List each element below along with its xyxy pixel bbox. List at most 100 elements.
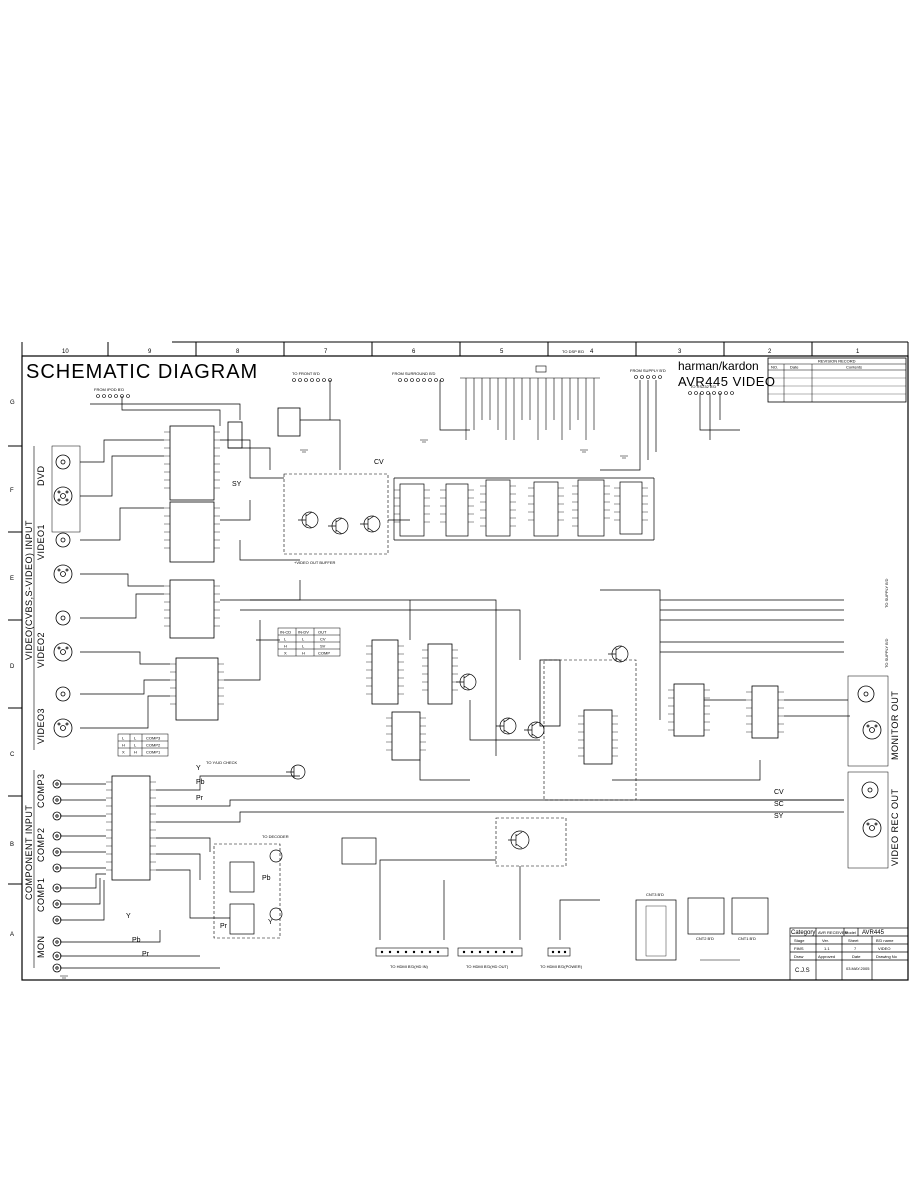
truth-r2c2: L <box>302 644 305 649</box>
label-video-rec-out: VIDEO REC OUT <box>890 788 900 866</box>
truth-head-2: IN-DV <box>298 630 309 635</box>
decoder-ics <box>229 837 377 935</box>
grid-col-dividers <box>107 342 813 356</box>
label-to-supply-2: TO SUPPLY B'D <box>884 638 889 668</box>
output-jacks <box>847 675 889 869</box>
truth-r3c3: COMP <box>318 651 330 656</box>
label-video1: VIDEO1 <box>36 524 46 560</box>
tb-ver: 1.1 <box>824 946 830 951</box>
revision-col-date: Date <box>790 365 799 370</box>
tb-category-label: Category <box>791 930 815 936</box>
anno-sy-out: SY <box>774 813 784 820</box>
truth-r2c3: SV <box>320 644 326 649</box>
label-comp2: COMP2 <box>36 827 46 862</box>
grid-col-3: 3 <box>678 349 682 355</box>
comp-r1c1: L <box>122 736 125 741</box>
label-to-rs232: TO RS232 B'D <box>690 384 716 389</box>
grid-row-dividers <box>8 445 22 885</box>
grid-row-d: D <box>10 664 15 670</box>
anno-pb-top: Pb <box>196 779 205 786</box>
center-ics <box>371 639 779 765</box>
label-mon: MON <box>36 936 46 959</box>
label-from-surround: FROM SURROUND B'D <box>392 371 436 376</box>
grid-col-9: 9 <box>148 349 152 355</box>
ic-top-pins <box>394 485 648 527</box>
grid-col-7: 7 <box>324 349 328 355</box>
truth-head-1: IN-CD <box>280 630 291 635</box>
grid-col-4: 4 <box>590 349 594 355</box>
tb-draw: C.J.S <box>795 968 810 974</box>
tb-date: 03.MAY.2005 <box>846 966 870 971</box>
anno-pb: Pb <box>132 937 141 944</box>
anno-y: Y <box>126 913 131 920</box>
tb-ver-label: Ver. <box>822 938 829 943</box>
label-video2: VIDEO2 <box>36 632 46 668</box>
cnt-boards <box>635 897 769 961</box>
revision-title: REVISION RECORD <box>818 359 856 364</box>
grid-row-c: C <box>10 752 15 758</box>
anno-y-dec: Y <box>268 919 273 926</box>
select-table-video-text: IN-CD IN-DV OUT L L CV H L SV X H COMP <box>280 630 330 656</box>
truth-r1c2: L <box>302 637 305 642</box>
grid-row-e: E <box>10 576 14 582</box>
anno-cv: CV <box>374 459 384 466</box>
anno-y-top: Y <box>196 765 201 772</box>
truth-head-3: OUT <box>318 630 327 635</box>
sheet-border <box>21 355 909 981</box>
label-component-input: COMPONENT INPUT <box>24 805 34 900</box>
buffer-transistors <box>298 511 381 535</box>
tb-stage: FIMS <box>794 946 804 951</box>
label-comp3: COMP3 <box>36 773 46 808</box>
label-comp1: COMP1 <box>36 877 46 912</box>
label-cnt3: CNT3 B'D <box>646 892 664 897</box>
grid-col-5: 5 <box>500 349 504 355</box>
comp-r2c2: L <box>134 743 137 748</box>
grid-row-a: A <box>10 932 14 938</box>
label-monitor-out: MONITOR OUT <box>890 691 900 760</box>
comp-r1c3: COMP3 <box>146 736 161 741</box>
title-block <box>789 927 909 981</box>
label-video3: VIDEO3 <box>36 708 46 744</box>
hdmi-pins <box>380 950 567 954</box>
grid-col-labels: 10 9 8 7 6 5 4 3 2 1 <box>62 349 860 355</box>
label-dvd: DVD <box>36 465 46 486</box>
tb-bd-name: VIDEO <box>878 946 890 951</box>
grid-row-f: F <box>10 488 14 494</box>
hdmi-connectors <box>375 947 571 957</box>
video-out-buffer-box <box>283 473 389 555</box>
comp-r3c2: H <box>134 750 137 755</box>
truth-r1c3: CV <box>320 637 326 642</box>
revision-col-contents: Contents <box>846 365 862 370</box>
anno-pr-dec: Pr <box>220 923 228 930</box>
dsp-connector <box>460 365 600 440</box>
revision-col-no: NO. <box>771 365 778 370</box>
label-to-yuv-check: TO Y/UD CHECK <box>206 760 238 765</box>
ground-symbols <box>60 439 740 979</box>
page-title: SCHEMATIC DIAGRAM <box>26 361 258 383</box>
model-title: AVR445 VIDEO <box>678 374 776 389</box>
grid-col-2: 2 <box>768 349 772 355</box>
comp-r3c1: X <box>122 750 125 755</box>
revision-record: REVISION RECORD NO. Date Contents <box>767 357 907 403</box>
tb-model: AVR445 <box>862 930 885 936</box>
tb-stage-label: Stage <box>794 938 805 943</box>
label-video-out-buffer: +VIDEO OUT BUFFER <box>294 560 335 565</box>
tb-bd-name-label: B'D name <box>876 938 894 943</box>
comp-r2c3: COMP2 <box>146 743 161 748</box>
grid-row-labels: G F E D C B A <box>10 400 15 938</box>
select-table-video <box>277 627 341 657</box>
grid-row-b: B <box>10 842 14 848</box>
ic-top-row <box>399 479 643 537</box>
ic-switches-left <box>111 407 301 881</box>
truth-r1c1: L <box>284 637 287 642</box>
tb-model-label: Model <box>845 930 856 935</box>
grid-row-g: G <box>10 400 15 406</box>
input-jacks <box>51 445 81 973</box>
anno-cv-out: CV <box>774 789 784 796</box>
grid-col-1: 1 <box>856 349 860 355</box>
signal-traces <box>60 380 850 969</box>
truth-r3c2: H <box>302 651 305 656</box>
comp-r1c2: L <box>134 736 137 741</box>
truth-r2c1: H <box>284 644 287 649</box>
